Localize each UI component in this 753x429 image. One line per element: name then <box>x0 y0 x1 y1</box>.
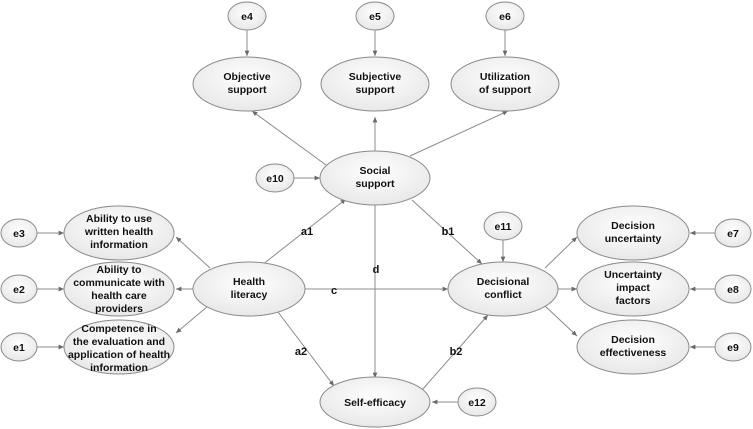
svg-text:Ability to: Ability to <box>97 264 142 276</box>
error-terms: e4 e5 e6 e10 e3 e2 e1 e11 <box>0 1 752 417</box>
svg-text:factors: factors <box>615 295 650 307</box>
svg-text:of support: of support <box>479 84 531 96</box>
svg-text:Decisional: Decisional <box>477 276 530 288</box>
svg-text:health care: health care <box>91 290 147 302</box>
svg-text:e8: e8 <box>727 284 739 296</box>
svg-text:effectiveness: effectiveness <box>600 347 667 359</box>
path-a2 <box>277 311 335 387</box>
path-label-a2: a2 <box>295 346 307 358</box>
svg-text:e2: e2 <box>13 284 25 296</box>
node-health-literacy: Health literacy <box>192 261 306 317</box>
svg-text:Ability to use: Ability to use <box>86 213 152 225</box>
svg-text:e6: e6 <box>499 11 511 23</box>
node-social-support: Social support <box>319 150 431 206</box>
edge-health-written <box>175 236 211 269</box>
path-label-c: c <box>331 285 337 297</box>
node-ability-written: Ability to use written health informatio… <box>63 205 175 261</box>
svg-text:uncertainty: uncertainty <box>605 233 662 245</box>
path-label-a1: a1 <box>301 226 313 238</box>
node-subjective-support: Subjective support <box>320 56 430 112</box>
path-b2 <box>421 314 489 391</box>
svg-text:e11: e11 <box>495 221 512 233</box>
error-e12: e12 <box>457 387 497 417</box>
svg-text:providers: providers <box>95 303 143 315</box>
node-decisional-conflict: Decisional conflict <box>447 261 559 317</box>
edge-decisional-uncertainty <box>544 236 578 269</box>
svg-text:e3: e3 <box>13 228 25 240</box>
svg-text:Utilization: Utilization <box>480 71 530 83</box>
edge-health-competence <box>175 305 209 334</box>
edge-decisional-effectiveness <box>544 305 578 337</box>
svg-text:e12: e12 <box>468 397 486 409</box>
svg-text:the evaluation and: the evaluation and <box>73 336 165 348</box>
error-e3: e3 <box>0 218 38 248</box>
svg-text:support: support <box>355 84 395 96</box>
svg-text:Self-efficacy: Self-efficacy <box>344 397 406 409</box>
node-utilization-of-support: Utilization of support <box>450 56 560 112</box>
path-label-b1: b1 <box>442 226 455 238</box>
svg-text:information: information <box>90 239 148 251</box>
error-e9: e9 <box>714 332 752 362</box>
svg-text:e9: e9 <box>727 342 739 354</box>
node-objective-support: Objective support <box>192 56 302 112</box>
svg-text:Competence in: Competence in <box>81 323 156 335</box>
node-competence: Competence in the evaluation and applica… <box>63 319 175 375</box>
svg-text:Objective: Objective <box>223 71 270 83</box>
svg-text:written health: written health <box>84 226 153 238</box>
error-e10: e10 <box>255 163 295 193</box>
svg-text:application of health: application of health <box>68 349 170 361</box>
svg-text:Social: Social <box>360 165 391 177</box>
svg-text:e1: e1 <box>13 342 25 354</box>
path-b1 <box>411 199 483 265</box>
edge-social-objective <box>251 110 327 166</box>
svg-text:information: information <box>90 362 148 374</box>
path-labels: a1 a2 c d b1 b2 <box>295 226 463 358</box>
error-e11: e11 <box>483 211 523 241</box>
error-e8: e8 <box>714 274 752 304</box>
svg-text:Subjective: Subjective <box>349 71 402 83</box>
node-ability-communicate: Ability to communicate with health care … <box>63 261 175 317</box>
svg-text:Decision: Decision <box>611 334 655 346</box>
node-decision-effectiveness: Decision effectiveness <box>576 319 690 375</box>
svg-text:Decision: Decision <box>611 220 655 232</box>
svg-text:Health: Health <box>233 276 265 288</box>
error-e1: e1 <box>0 332 38 362</box>
variables: Objective support Subjective support Uti… <box>63 56 690 428</box>
error-e6: e6 <box>485 1 525 31</box>
svg-text:e10: e10 <box>266 173 284 185</box>
error-e2: e2 <box>0 274 38 304</box>
error-e4: e4 <box>227 1 267 31</box>
edges <box>36 30 716 405</box>
svg-text:impact: impact <box>616 282 650 294</box>
node-uncertainty-impact: Uncertainty impact factors <box>576 261 690 317</box>
svg-text:e7: e7 <box>727 228 739 240</box>
svg-text:e4: e4 <box>241 11 253 23</box>
svg-text:communicate with: communicate with <box>73 277 165 289</box>
node-decision-uncertainty: Decision uncertainty <box>576 205 690 261</box>
svg-text:e5: e5 <box>369 11 381 23</box>
path-a1 <box>261 198 347 266</box>
svg-text:support: support <box>227 84 267 96</box>
edge-social-utilization <box>409 110 509 157</box>
svg-text:conflict: conflict <box>484 289 522 301</box>
svg-text:literacy: literacy <box>231 289 268 301</box>
path-label-b2: b2 <box>450 346 463 358</box>
svg-text:support: support <box>355 178 395 190</box>
path-label-d: d <box>373 264 380 276</box>
node-self-efficacy: Self-efficacy <box>319 376 431 428</box>
error-e5: e5 <box>355 1 395 31</box>
error-e7: e7 <box>714 218 752 248</box>
svg-text:Uncertainty: Uncertainty <box>604 269 662 281</box>
